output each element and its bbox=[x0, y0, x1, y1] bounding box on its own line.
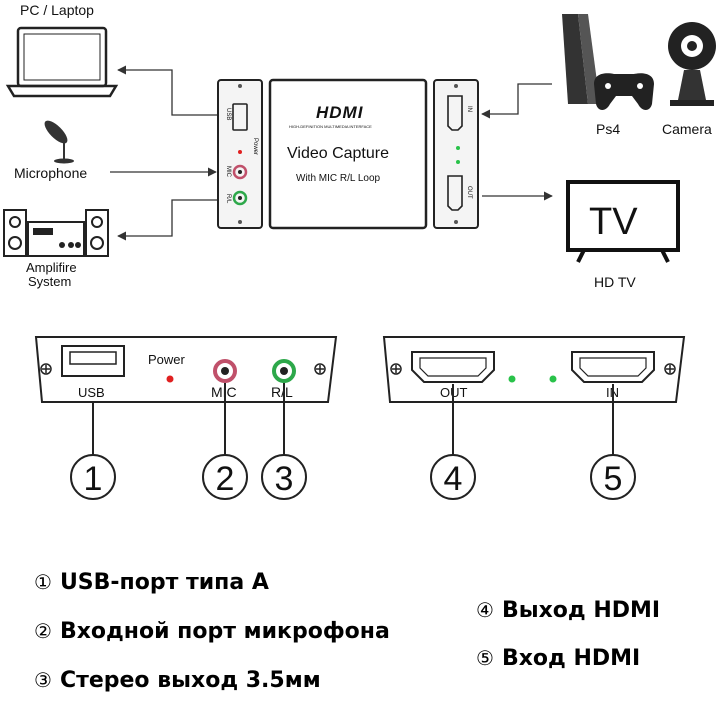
legend-text-3: Стерео выход 3.5мм bbox=[59, 668, 321, 693]
connector-rl-amplifier bbox=[117, 199, 218, 241]
power-label: Power bbox=[148, 352, 186, 367]
connector-usb-pc bbox=[117, 65, 218, 116]
ps4-label: Ps4 bbox=[596, 121, 620, 137]
legend-number-5: ⑤ bbox=[476, 646, 494, 670]
callout-3: 3 bbox=[261, 454, 307, 500]
svg-text:2: 2 bbox=[216, 460, 235, 498]
amplifier-icon bbox=[3, 209, 109, 257]
tv-label: HD TV bbox=[594, 274, 636, 290]
legend-number-4: ④ bbox=[476, 598, 494, 622]
svg-text:4: 4 bbox=[444, 460, 463, 498]
connector-hdmi-in bbox=[481, 83, 552, 119]
legend-text-2: Входной порт микрофона bbox=[59, 619, 390, 644]
side-power-label: Power bbox=[252, 138, 258, 155]
capture-left-panel bbox=[217, 79, 263, 229]
ps4-icon bbox=[562, 14, 654, 110]
amplifier-label-2: System bbox=[28, 274, 71, 289]
svg-text:3: 3 bbox=[275, 460, 294, 498]
capture-right-panel bbox=[433, 79, 479, 229]
laptop-icon bbox=[5, 26, 119, 98]
side-out-label: OUT bbox=[466, 186, 472, 199]
side-in-label: IN bbox=[466, 106, 472, 112]
legend-number-3: ③ bbox=[34, 668, 52, 692]
side-mic-label: MIC bbox=[225, 166, 231, 178]
legend-number-2: ② bbox=[34, 619, 52, 643]
side-rl-label: R/L bbox=[225, 194, 231, 204]
microphone-label: Microphone bbox=[14, 165, 87, 181]
legend-text-4: Выход HDMI bbox=[501, 598, 661, 623]
hdmi-logo-sub: HIGH-DEFINITION MULTIMEDIA INTERFACE bbox=[289, 124, 372, 129]
callout-1: 1 bbox=[70, 454, 116, 500]
camera-icon bbox=[668, 22, 716, 106]
microphone-icon bbox=[44, 120, 74, 164]
tv-icon bbox=[566, 180, 680, 263]
usb-port-label: USB bbox=[78, 385, 105, 400]
tv-screen-text: TV bbox=[589, 201, 638, 243]
svg-text:1: 1 bbox=[84, 460, 103, 498]
camera-label: Camera bbox=[662, 121, 712, 137]
pc-label: PC / Laptop bbox=[20, 2, 94, 18]
side-usb-label: USB bbox=[225, 108, 231, 120]
legend-item-2: ② Входной порт микрофона bbox=[34, 619, 390, 644]
hdmi-logo: HDMI bbox=[316, 103, 364, 122]
callout-4: 4 bbox=[430, 454, 476, 500]
svg-text:5: 5 bbox=[604, 460, 623, 498]
mic-port-label: MIC bbox=[211, 384, 237, 400]
left-port-panel bbox=[34, 336, 338, 403]
legend-item-4: ④ Выход HDMI bbox=[476, 598, 660, 623]
legend-item-5: ⑤ Вход HDMI bbox=[476, 646, 640, 671]
callout-2: 2 bbox=[202, 454, 248, 500]
legend-text-1: USB-порт типа A bbox=[59, 570, 269, 595]
rl-port-label: R/L bbox=[271, 384, 293, 400]
amplifier-label-1: Amplifire bbox=[26, 260, 77, 275]
legend-number-1: ① bbox=[34, 570, 52, 594]
capture-subtitle: With MIC R/L Loop bbox=[296, 173, 381, 184]
legend-text-5: Вход HDMI bbox=[501, 646, 641, 671]
capture-box-front bbox=[268, 78, 428, 230]
right-port-panel bbox=[382, 336, 686, 403]
callout-5: 5 bbox=[590, 454, 636, 500]
legend-item-3: ③ Стерео выход 3.5мм bbox=[34, 668, 321, 693]
legend-item-1: ① USB-порт типа A bbox=[34, 570, 269, 595]
capture-title: Video Capture bbox=[287, 145, 389, 162]
